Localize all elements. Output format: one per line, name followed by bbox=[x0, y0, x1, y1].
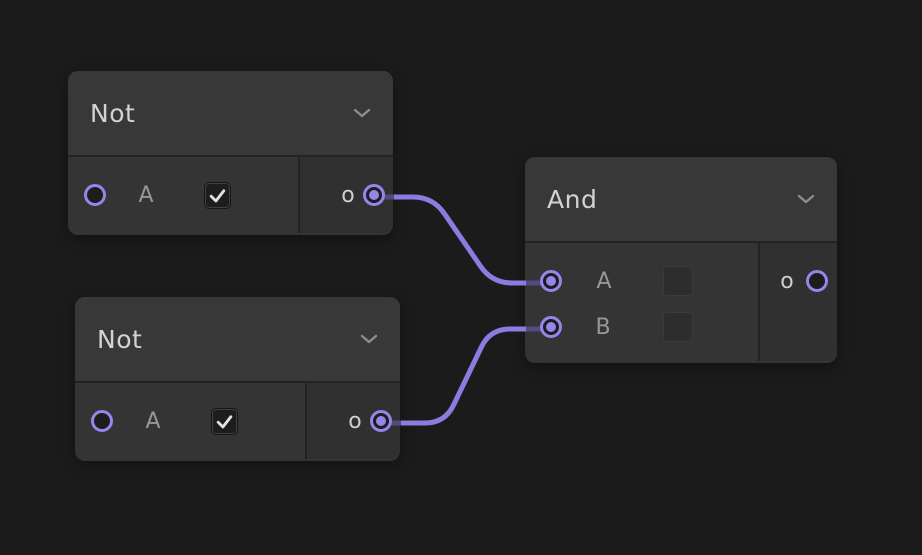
chevron-down-icon[interactable] bbox=[360, 334, 378, 344]
output-label: o bbox=[348, 409, 362, 434]
input-port-a[interactable] bbox=[540, 270, 562, 292]
node-not-1: Not A o bbox=[68, 71, 393, 235]
output-port-o[interactable] bbox=[370, 410, 392, 432]
node-title: Not bbox=[90, 98, 136, 128]
node-title: Not bbox=[97, 324, 143, 354]
input-port-b[interactable] bbox=[540, 316, 562, 338]
value-box-b[interactable] bbox=[663, 312, 693, 342]
output-label: o bbox=[780, 269, 794, 294]
node-and-1: And A B o bbox=[525, 157, 837, 363]
node-and-1-header[interactable]: And bbox=[525, 157, 837, 243]
input-port-a[interactable] bbox=[91, 410, 113, 432]
connection-wire-1[interactable] bbox=[390, 194, 529, 286]
input-label: A bbox=[145, 409, 161, 434]
input-label: B bbox=[595, 315, 611, 340]
node-body: A o bbox=[68, 157, 393, 233]
input-label: A bbox=[596, 269, 612, 294]
chevron-down-icon[interactable] bbox=[353, 108, 371, 118]
node-not-2: Not A o bbox=[75, 297, 400, 461]
node-not-1-header[interactable]: Not bbox=[68, 71, 393, 157]
connection-wire-2[interactable] bbox=[397, 326, 529, 426]
node-body: A B o bbox=[525, 243, 837, 361]
input-port-a[interactable] bbox=[84, 184, 106, 206]
node-not-2-header[interactable]: Not bbox=[75, 297, 400, 383]
checkbox-a[interactable] bbox=[204, 182, 231, 209]
checkbox-a[interactable] bbox=[211, 408, 238, 435]
output-section bbox=[758, 243, 837, 361]
chevron-down-icon[interactable] bbox=[797, 194, 815, 204]
output-port-o[interactable] bbox=[806, 270, 828, 292]
output-port-o[interactable] bbox=[363, 184, 385, 206]
value-box-a[interactable] bbox=[663, 266, 693, 296]
output-label: o bbox=[341, 183, 355, 208]
input-label: A bbox=[138, 183, 154, 208]
node-body: A o bbox=[75, 383, 400, 459]
node-title: And bbox=[547, 184, 598, 214]
